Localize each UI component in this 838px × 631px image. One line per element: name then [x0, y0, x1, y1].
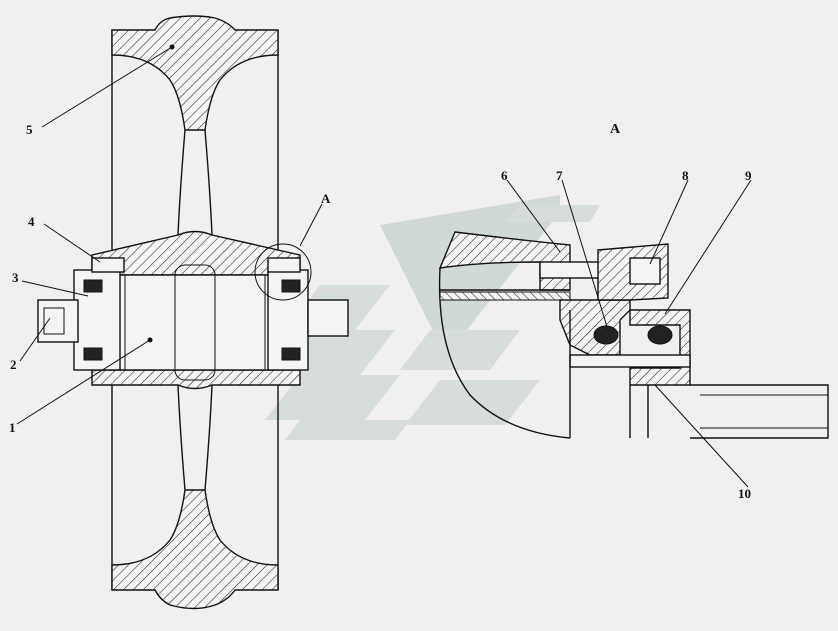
callout-2: 2: [10, 357, 17, 372]
callout-4: 4: [28, 214, 35, 229]
detail-bearing-left: [593, 325, 619, 345]
leader-lines: [16, 44, 752, 488]
callout-labels: 5 4 3 2 1 A A 6 7 8 9 10: [9, 122, 752, 501]
axle-collar: [174, 264, 216, 381]
detail-hub-contour: [438, 267, 571, 439]
wheel-section-view: [37, 15, 349, 610]
axle-body: [117, 274, 274, 371]
callout-a: A: [321, 191, 331, 206]
right-bearing-top: [281, 279, 301, 293]
detail-cap: [629, 257, 661, 285]
callout-9: 9: [745, 168, 752, 183]
detail-a-view: [438, 231, 829, 439]
detail-shaft: [569, 310, 829, 439]
callout-3: 3: [12, 270, 19, 285]
left-bearing-top: [83, 279, 103, 293]
detail-outer-housing: [629, 309, 691, 386]
detail-shaft-ring: [569, 354, 691, 368]
callout-8: 8: [682, 168, 689, 183]
callout-10: 10: [738, 486, 751, 501]
watermark-logo: [265, 195, 600, 440]
wheel-top-rim: [111, 15, 279, 131]
right-bearing-bottom: [281, 347, 301, 361]
detail-a-circle: [254, 243, 312, 301]
callout-1: 1: [9, 420, 16, 435]
callout-6: 6: [501, 168, 508, 183]
callout-7: 7: [556, 168, 563, 183]
wheel-web-top: [177, 129, 213, 236]
left-bearing-bottom: [83, 347, 103, 361]
wheel-hub-bottom: [91, 369, 301, 390]
detail-bearing-right: [647, 325, 673, 345]
left-shaft-end: [37, 299, 79, 343]
right-cap-bolt: [267, 257, 301, 273]
callout-5: 5: [26, 122, 33, 137]
detail-view-title: A: [610, 122, 621, 137]
wheel-web-bottom: [177, 384, 213, 491]
right-shaft-end: [307, 299, 349, 337]
wheel-bottom-rim: [111, 489, 279, 610]
